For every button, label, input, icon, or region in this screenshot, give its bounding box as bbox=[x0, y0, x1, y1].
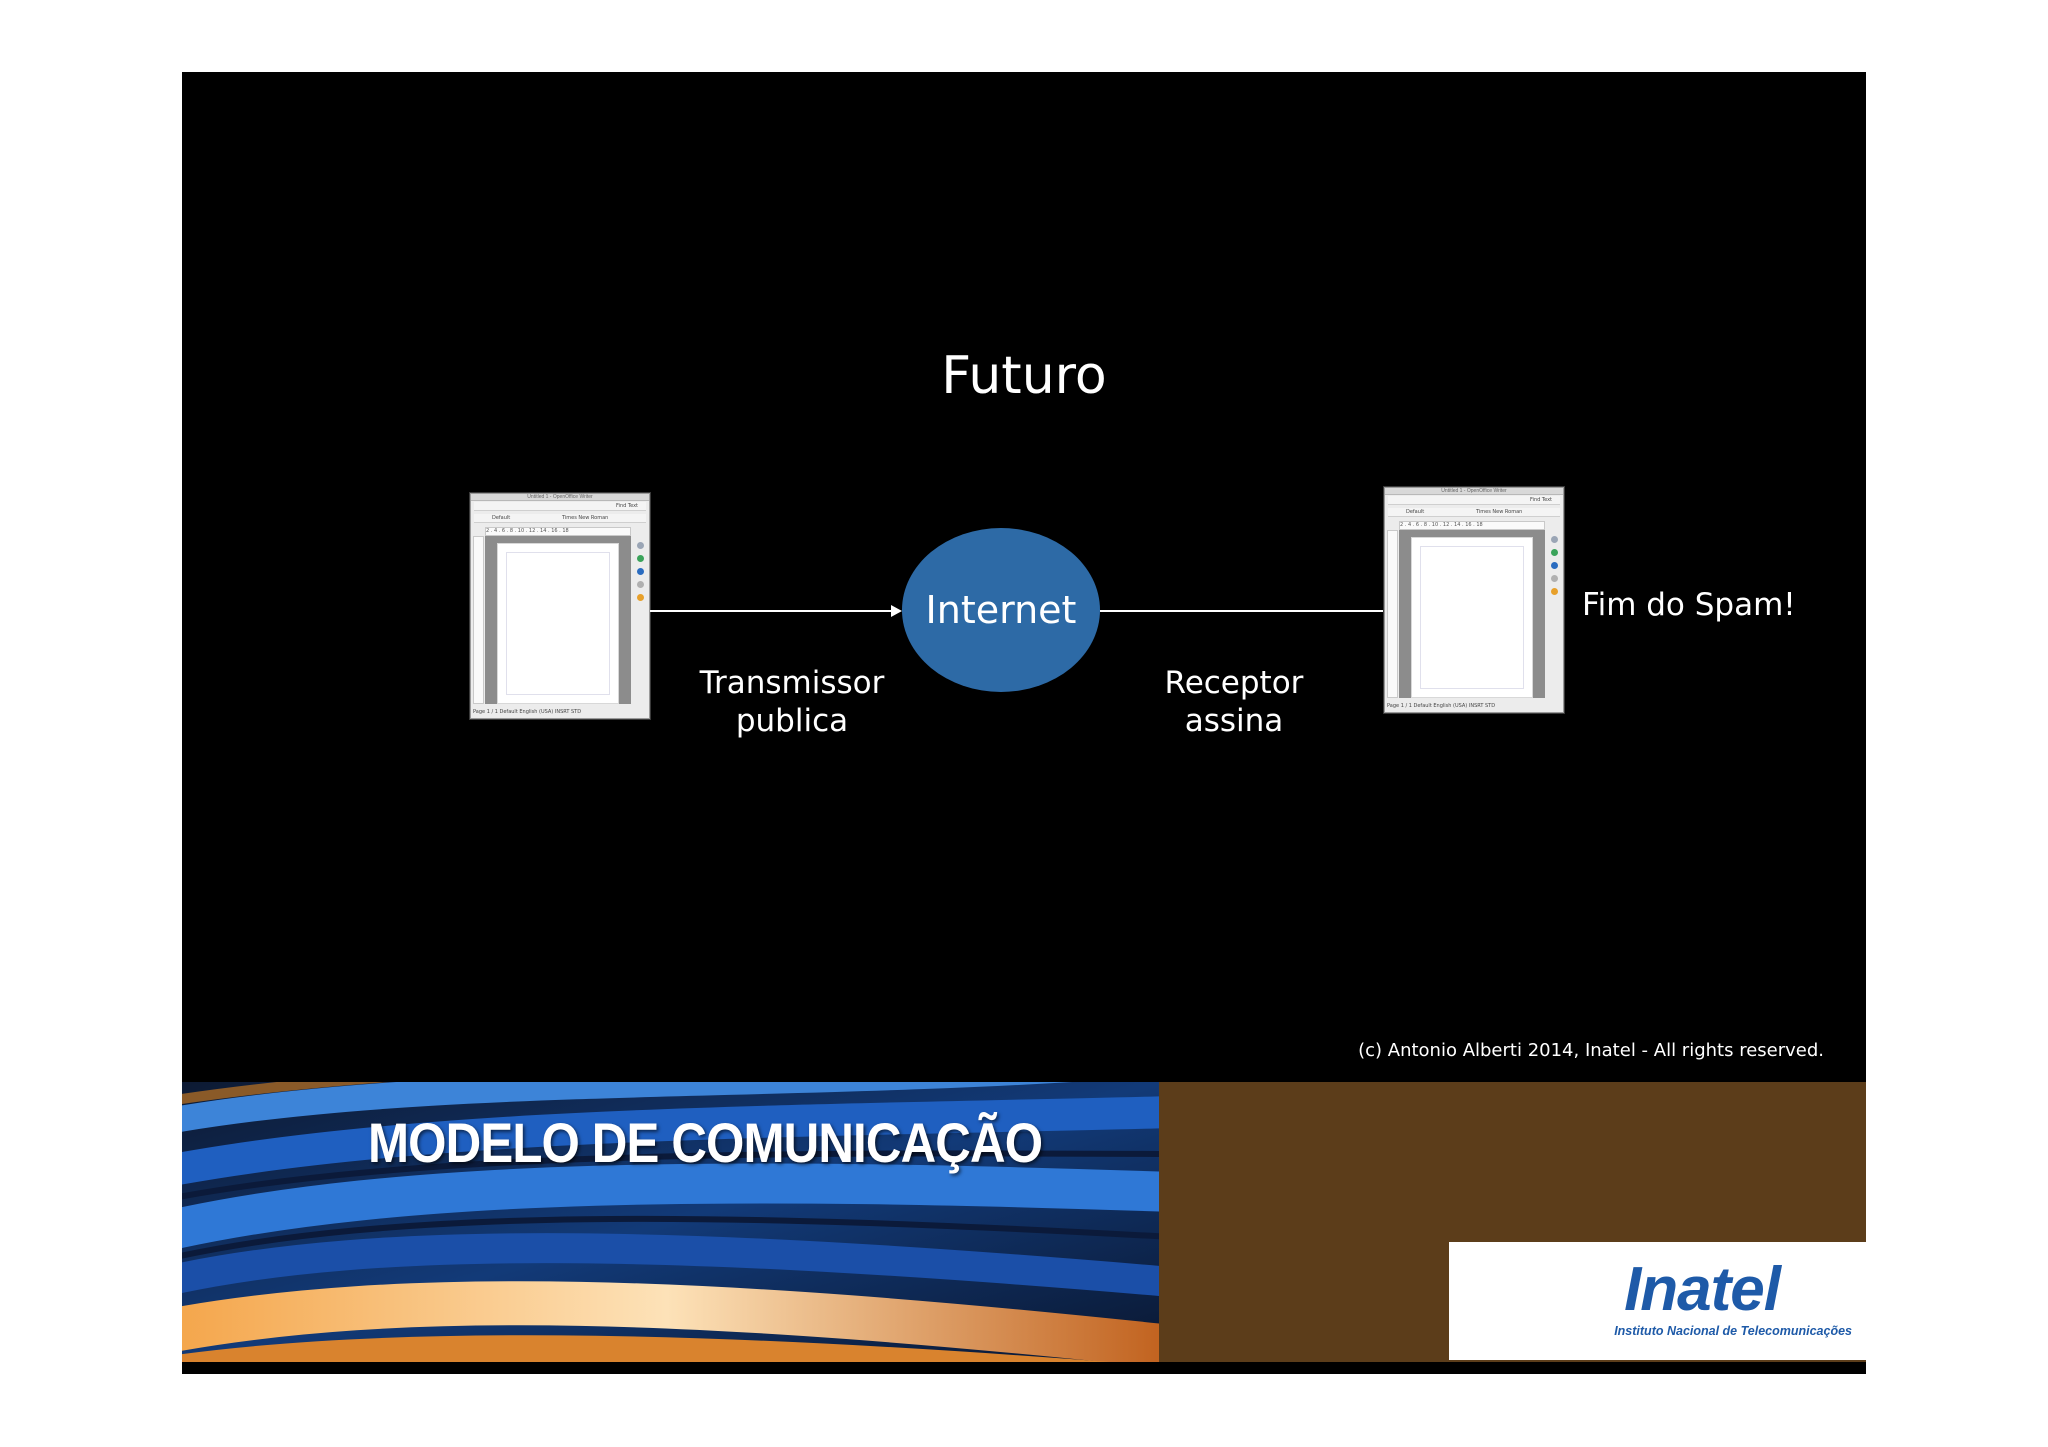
receiver-caption: Receptor assina bbox=[1114, 664, 1354, 740]
sender-document-icon: Untitled 1 - OpenOffice Writer Find Text… bbox=[470, 493, 650, 719]
window-toolbar: Find Text bbox=[474, 502, 646, 511]
sidebar-icon bbox=[636, 555, 644, 562]
horizontal-ruler: 2 . 4 . 6 . 8 . 10 . 12 . 14 . 16 . 18 bbox=[1399, 521, 1545, 530]
sidebar-icon bbox=[1550, 536, 1558, 543]
slide: Futuro Untitled 1 - OpenOffice Writer Fi… bbox=[182, 72, 1866, 1374]
receiver-document-icon: Untitled 1 - OpenOffice Writer Find Text… bbox=[1384, 487, 1564, 713]
sidebar-icons bbox=[1548, 530, 1560, 698]
sender-caption-line1: Transmissor bbox=[699, 665, 885, 701]
logo-tagline: Instituto Nacional de Telecomunicações bbox=[1614, 1324, 1852, 1338]
find-text-label: Find Text bbox=[1530, 497, 1552, 503]
outcome-text: Fim do Spam! bbox=[1582, 587, 1796, 623]
style-value: Default bbox=[492, 515, 511, 521]
sidebar-icon bbox=[1550, 562, 1558, 569]
receiver-caption-line1: Receptor bbox=[1164, 665, 1304, 701]
arrow-sender-to-internet bbox=[650, 605, 902, 617]
internet-label: Internet bbox=[925, 588, 1077, 632]
slide-title: Futuro bbox=[941, 346, 1107, 406]
sender-caption: Transmissor publica bbox=[672, 664, 912, 740]
sender-caption-line2: publica bbox=[735, 703, 849, 739]
arrowhead bbox=[891, 605, 902, 617]
sidebar-icons bbox=[634, 536, 646, 704]
font-value: Times New Roman bbox=[562, 515, 609, 521]
sidebar-icon bbox=[636, 542, 644, 549]
find-text-label: Find Text bbox=[616, 503, 638, 509]
banner-swirl-graphic bbox=[182, 1082, 1159, 1362]
logo-wordmark: Inatel bbox=[1624, 1255, 1781, 1324]
status-bar: Page 1 / 1 Default English (USA) INSRT S… bbox=[473, 709, 582, 715]
font-value: Times New Roman bbox=[1476, 509, 1523, 515]
banner-title: MODELO DE COMUNICAÇÃO bbox=[368, 1111, 1043, 1174]
document-page bbox=[497, 543, 619, 704]
window-titlebar: Untitled 1 - OpenOffice Writer bbox=[471, 494, 649, 501]
bottom-bar bbox=[182, 1362, 1866, 1374]
sidebar-icon bbox=[636, 568, 644, 575]
internet-cloud: Internet bbox=[902, 528, 1100, 692]
document-canvas bbox=[485, 536, 631, 704]
style-value: Default bbox=[1406, 509, 1425, 515]
format-toolbar: Default Times New Roman bbox=[1388, 508, 1560, 517]
sidebar-icon bbox=[1550, 549, 1558, 556]
inatel-logo: Inatel Instituto Nacional de Telecomunic… bbox=[1449, 1242, 1866, 1360]
document-page bbox=[1411, 537, 1533, 698]
document-canvas bbox=[1399, 530, 1545, 698]
sidebar-icon bbox=[636, 581, 644, 588]
horizontal-ruler: 2 . 4 . 6 . 8 . 10 . 12 . 14 . 16 . 18 bbox=[485, 527, 631, 536]
format-toolbar: Default Times New Roman bbox=[474, 514, 646, 523]
vertical-ruler bbox=[1387, 530, 1398, 698]
copyright-notice: (c) Antonio Alberti 2014, Inatel - All r… bbox=[1358, 1040, 1824, 1061]
sidebar-icon bbox=[1550, 588, 1558, 595]
vertical-ruler bbox=[473, 536, 484, 704]
sidebar-icon bbox=[1550, 575, 1558, 582]
window-titlebar: Untitled 1 - OpenOffice Writer bbox=[1385, 488, 1563, 495]
window-toolbar: Find Text bbox=[1388, 496, 1560, 505]
sidebar-icon bbox=[636, 594, 644, 601]
receiver-caption-line2: assina bbox=[1184, 703, 1284, 739]
status-bar: Page 1 / 1 Default English (USA) INSRT S… bbox=[1387, 703, 1496, 709]
